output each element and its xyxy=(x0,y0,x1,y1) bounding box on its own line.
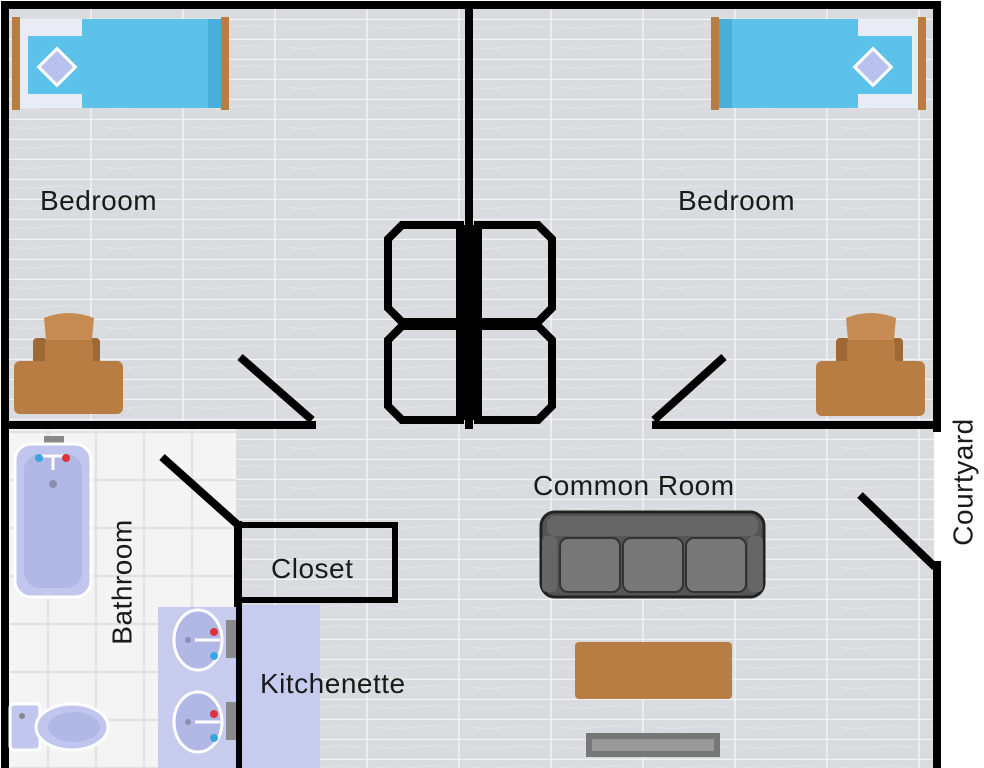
sink-icon xyxy=(172,690,236,754)
desk-chair-icon xyxy=(816,313,925,416)
room-label-bedroom-right: Bedroom xyxy=(678,185,796,216)
sofa-icon xyxy=(539,510,766,599)
tv-stand-icon xyxy=(586,733,720,757)
room-label-closet: Closet xyxy=(271,553,354,584)
bed-icon xyxy=(711,17,926,110)
doors xyxy=(159,353,938,570)
sink-icon xyxy=(172,608,236,672)
outside-label-courtyard: Courtyard xyxy=(947,418,979,546)
wardrobe-icon xyxy=(384,221,556,424)
room-label-kitchenette: Kitchenette xyxy=(260,668,406,699)
kitchenette-counter xyxy=(240,605,320,768)
toilet-icon xyxy=(8,702,110,752)
room-label-bedroom-left: Bedroom xyxy=(40,185,158,216)
room-label-bathroom: Bathroom xyxy=(106,519,138,645)
bed-icon xyxy=(12,17,229,110)
bathtub-icon xyxy=(13,436,93,599)
coffee-table-icon xyxy=(575,642,732,699)
desk-chair-icon xyxy=(14,313,123,414)
room-label-common-room: Common Room xyxy=(533,470,735,501)
